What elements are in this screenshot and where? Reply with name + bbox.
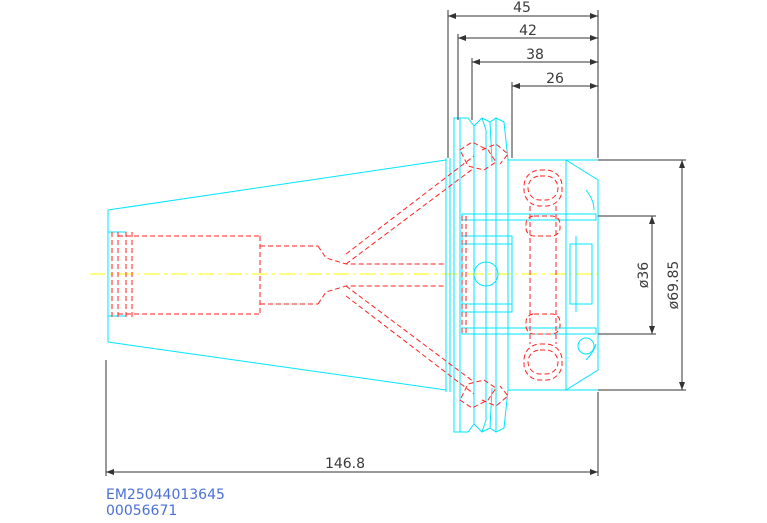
dim-26-label: 26 — [546, 71, 564, 87]
dim-length-label: 146.8 — [325, 456, 365, 472]
dimension-lines — [105, 10, 686, 476]
drawing-code-line2: 00056671 — [106, 503, 178, 519]
tool-outline — [107, 117, 599, 433]
dim-42-label: 42 — [519, 23, 537, 39]
dim-38-label: 38 — [526, 47, 544, 63]
hidden-lines — [111, 141, 563, 409]
dimension-arrows — [106, 13, 685, 475]
dim-dia69-label: ø69.85 — [666, 261, 682, 310]
dim-dia36-label: ø36 — [636, 262, 652, 288]
dim-45-label: 45 — [513, 0, 531, 16]
drawing-code-line1: EM25044013645 — [106, 487, 225, 503]
